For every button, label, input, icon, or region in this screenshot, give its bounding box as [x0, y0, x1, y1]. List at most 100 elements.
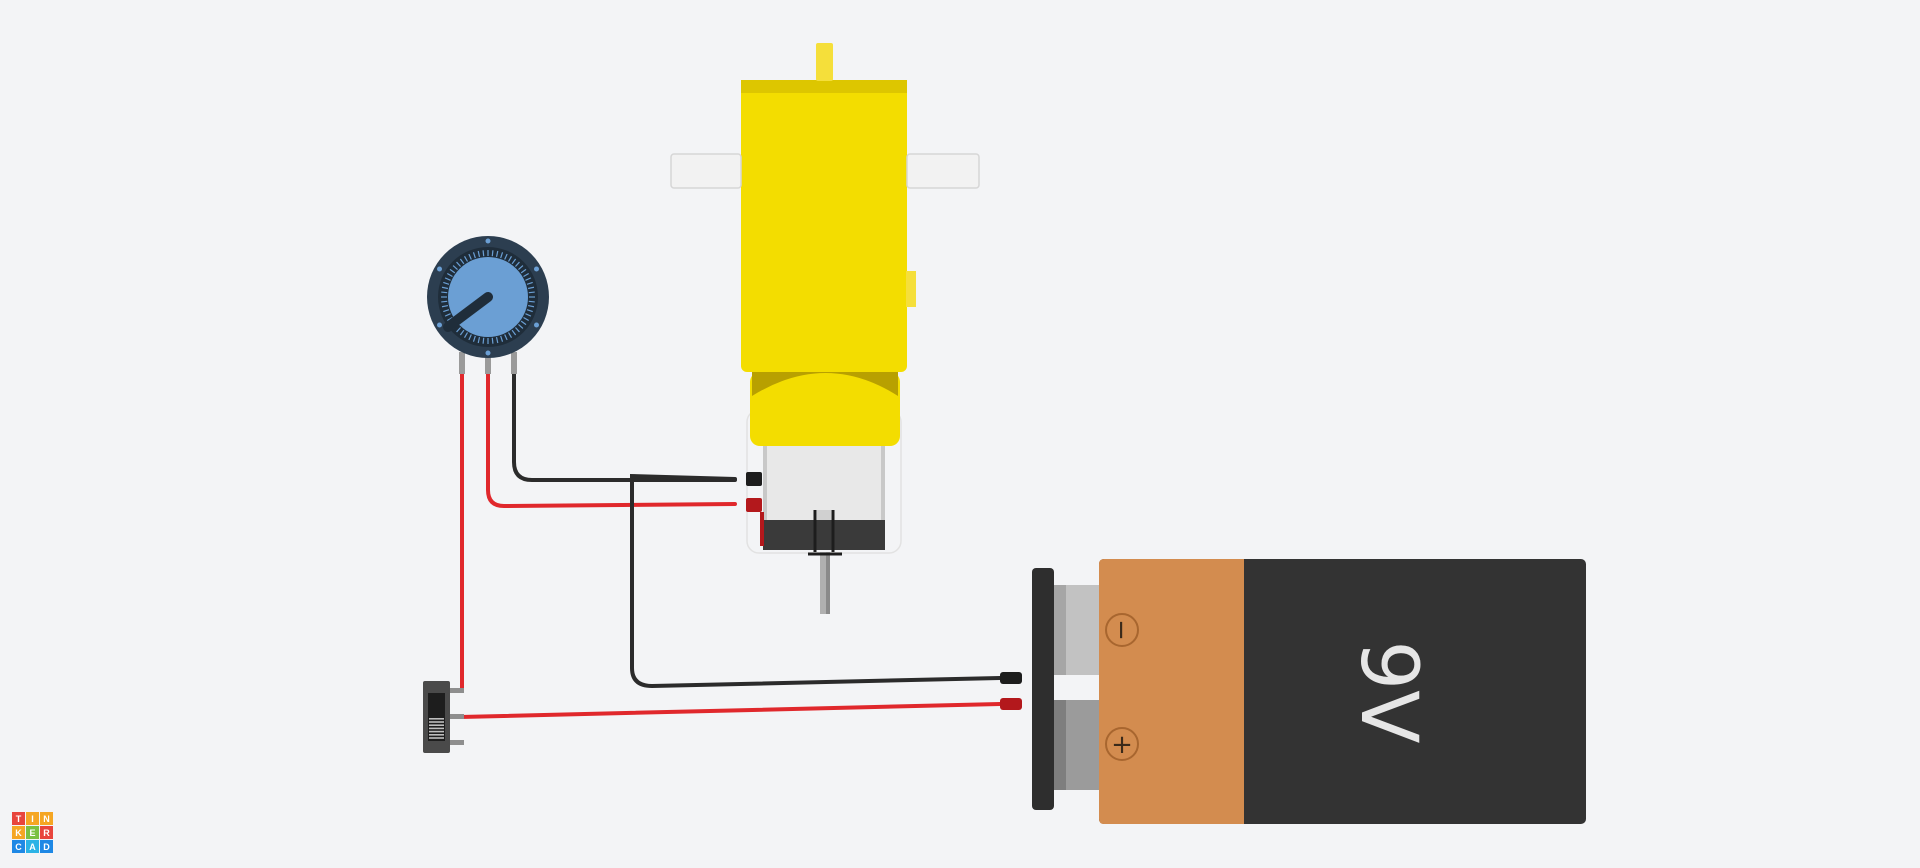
pot-tick — [511, 329, 517, 336]
motor-terminal-red-lead — [760, 512, 764, 546]
wire-switch-to-battery-red[interactable] — [458, 702, 1002, 719]
pot-tick — [443, 309, 450, 313]
pot-tick — [491, 250, 494, 257]
pot-tick — [463, 255, 469, 262]
pot-tick — [507, 332, 513, 339]
pot-screw-dot — [485, 238, 491, 244]
battery-label: 9V — [1343, 641, 1433, 744]
wires — [454, 370, 1002, 719]
pot-tick — [468, 253, 472, 260]
motor-body — [741, 80, 907, 372]
pot-tick — [507, 255, 513, 262]
battery-9v[interactable]: − + 9V — [1000, 559, 1586, 824]
pot-tick — [441, 300, 448, 303]
wire-motor-to-battery-black[interactable] — [630, 473, 1002, 689]
logo-letter: D — [43, 842, 50, 852]
switch-slider[interactable] — [429, 718, 444, 739]
logo-letter: R — [43, 828, 50, 838]
motor-top-shaft — [816, 43, 833, 81]
motor-can-edge-left — [763, 440, 767, 520]
motor-bottom-shaft-shade — [826, 552, 830, 614]
motor-axle-left — [670, 153, 742, 189]
pot-tick — [456, 261, 462, 267]
pot-tick — [526, 309, 533, 313]
motor-terminal-red[interactable] — [746, 498, 762, 512]
pot-tick — [511, 258, 517, 265]
pot-tick — [456, 327, 462, 333]
battery-snap-cap[interactable] — [1032, 568, 1054, 810]
battery-clip-black[interactable] — [1000, 672, 1022, 684]
logo-letter: A — [29, 842, 36, 852]
motor-can-edge-right — [881, 440, 885, 520]
switch-grip-line — [429, 718, 444, 720]
motor-terminal-black[interactable] — [746, 472, 762, 486]
pot-screw-dot — [533, 266, 539, 272]
switch-grip-line — [429, 730, 444, 733]
logo-tile — [26, 812, 39, 825]
switch-grip-line — [429, 721, 444, 723]
pot-tick — [441, 286, 449, 290]
pot-tick-marks — [441, 250, 535, 344]
logo-letter: N — [43, 814, 50, 824]
pot-tick — [449, 268, 456, 274]
pot-tick — [491, 337, 494, 344]
logo-tile — [40, 812, 53, 825]
switch-pin-bottom — [448, 740, 464, 745]
pot-screw-dot — [533, 322, 539, 328]
switch-grip-line — [429, 724, 444, 726]
pot-tick — [504, 334, 508, 341]
logo-tile — [12, 812, 25, 825]
pot-tick — [500, 335, 504, 342]
dc-gear-motor[interactable] — [670, 43, 980, 614]
wire-pot-to-switch[interactable] — [454, 370, 464, 692]
motor-body-top-band — [741, 80, 907, 93]
pot-tick — [472, 252, 476, 259]
pot-tick — [441, 304, 449, 308]
pot-pointer — [443, 292, 493, 332]
slide-switch[interactable] — [423, 681, 464, 753]
logo-tile — [40, 840, 53, 853]
pot-tick — [514, 261, 520, 267]
logo-letter: I — [31, 814, 34, 824]
battery-minus-circle — [1105, 613, 1139, 647]
pot-tick — [525, 313, 532, 317]
wire-pot-to-motor-black[interactable] — [512, 370, 737, 482]
motor-brush-bracket — [808, 510, 842, 556]
pot-tick — [518, 323, 524, 329]
motor-bottom-shaft — [820, 552, 830, 614]
pot-screw-dot — [437, 266, 443, 272]
pot-tick — [443, 281, 450, 285]
switch-pin-top — [448, 688, 464, 693]
motor-side-tab — [906, 271, 916, 307]
wire-pot-to-motor-red[interactable] — [486, 370, 737, 509]
pot-tick — [500, 252, 504, 259]
pot-tick — [452, 265, 458, 271]
pot-leg-right — [511, 352, 517, 374]
pot-tick — [446, 316, 453, 322]
pot-tick — [495, 336, 499, 344]
motor-axle-right — [906, 153, 980, 189]
battery-clip-red[interactable] — [1000, 698, 1022, 710]
pot-tick — [477, 336, 481, 344]
switch-pin-middle — [448, 714, 464, 719]
logo-letter: K — [15, 828, 22, 838]
pot-tick — [468, 334, 472, 341]
motor-bracket-plate — [817, 510, 831, 520]
motor-can — [763, 440, 885, 520]
pot-tick — [444, 277, 451, 281]
switch-grip-line — [429, 734, 444, 736]
pot-tick — [514, 327, 520, 333]
pot-tick — [527, 304, 535, 308]
pot-tick — [520, 320, 527, 326]
pot-tick — [459, 258, 465, 265]
potentiometer[interactable] — [427, 236, 549, 374]
pot-tick — [528, 300, 535, 303]
pot-tick — [459, 329, 465, 336]
battery-terminal-negative-shade — [1052, 585, 1066, 675]
pot-tick — [504, 253, 508, 260]
logo-tile — [12, 840, 25, 853]
battery-copper-band — [1099, 559, 1244, 824]
pot-tick — [527, 286, 535, 290]
